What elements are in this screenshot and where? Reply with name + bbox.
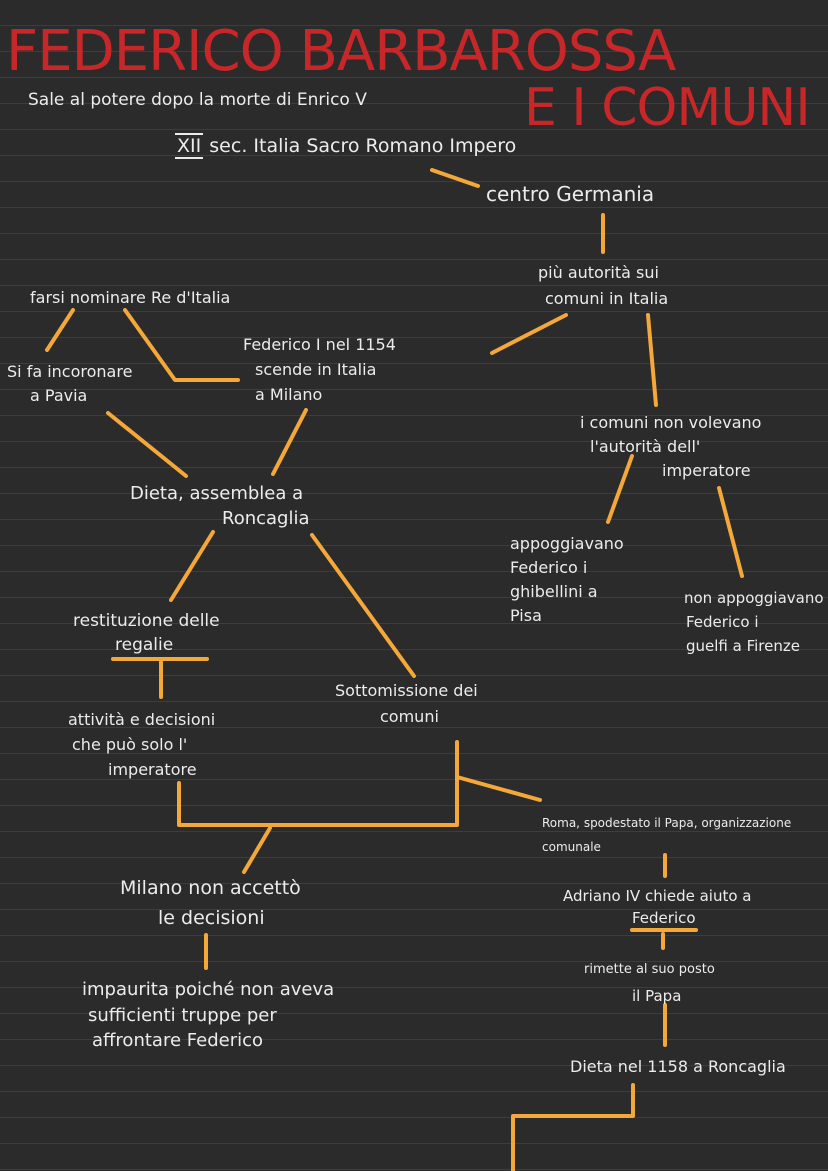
node-top-label: sec. Italia Sacro Romano Impero [209,135,517,157]
node-appoggiavano-line2: Federico i [510,558,588,577]
node-dieta-line1: Dieta, assemblea a [130,483,304,504]
node-dieta-1158: Dieta nel 1158 a Roncaglia [570,1057,786,1076]
node-roma-line1: Roma, spodestato il Papa, organizzazione [542,816,792,830]
node-federico-line3: a Milano [255,385,323,404]
node-attivita-line1: attività e decisioni [68,710,216,729]
connector-farsi-to-incoronare [45,308,75,352]
node-restituzione-line2: regalie [115,635,174,655]
node-impaurita-line3: affrontare Federico [92,1030,263,1051]
node-attivita-line3: imperatore [108,760,197,779]
connector-dieta-to-restituzione [169,530,215,602]
node-farsi: farsi nominare Re d'Italia [30,288,231,307]
page-title-line1: FEDERICO BARBAROSSA [6,19,676,84]
connector-comuni-non-to-appoggiavano [606,454,634,524]
node-impaurita-line2: sufficienti truppe per [88,1005,277,1026]
connector-bracket-to-milano [242,826,272,874]
node-dieta-line2: Roncaglia [222,508,310,529]
node-appoggiavano-line4: Pisa [510,606,542,625]
node-sottomissione-line1: Sottomissione dei [335,681,478,700]
node-restituzione-line1: restituzione delle [73,611,220,631]
node-autorita-line1: più autorità sui [538,263,659,282]
page-title-line2: E I COMUNI [524,78,811,138]
node-attivita-line2: che può solo l' [72,735,188,754]
subtitle: Sale al potere dopo la morte di Enrico V [28,90,367,110]
node-milano-line2: le decisioni [158,907,265,929]
connector-top-to-centro [430,168,480,188]
connector-farsi-to-federico [123,308,240,382]
node-adriano-line1: Adriano IV chiede aiuto a [563,887,752,905]
node-rimette-line2: il Papa [632,987,682,1005]
node-top: XII sec. Italia Sacro Romano Impero [175,133,517,159]
node-adriano-line2: Federico [632,909,696,927]
node-non-appoggiavano-line1: non appoggiavano [684,589,824,607]
node-appoggiavano-line3: ghibellini a [510,582,598,601]
connector-autorita-to-federico [490,313,568,355]
node-federico-line1: Federico I nel 1154 [243,335,396,354]
node-incoronare-line2: a Pavia [30,386,88,405]
node-roma-line2: comunale [542,840,601,854]
node-non-appoggiavano-line3: guelfi a Firenze [686,637,800,655]
connector-federico-to-dieta [271,408,308,476]
node-centro-germania: centro Germania [486,182,655,206]
node-comuni-non-line3: imperatore [662,461,751,480]
node-incoronare-line1: Si fa incoronare [7,362,133,381]
node-comuni-non-line2: l'autorità dell' [590,437,701,456]
bracket-attivita-sottomissione [177,740,459,827]
node-non-appoggiavano-line2: Federico i [686,613,759,631]
connector-dieta-to-sottomissione [310,533,416,678]
node-autorita-line2: comuni in Italia [545,289,669,308]
node-comuni-non-line1: i comuni non volevano [580,413,762,432]
node-milano-line1: Milano non accettò [120,877,301,899]
node-federico-line2: scende in Italia [255,360,377,379]
connector-incoronare-to-dieta [106,411,188,478]
connector-dieta1158-down [511,1083,635,1171]
node-sottomissione-line2: comuni [380,707,439,726]
connector-autorita-to-comuni-non [646,313,658,407]
connector-comuni-non-to-non-appoggiavano [717,486,744,578]
node-rimette-line1: rimette al suo posto [584,962,715,977]
node-appoggiavano-line1: appoggiavano [510,534,624,553]
node-top-century: XII [175,133,204,159]
connector-sottomissione-to-roma [455,775,542,802]
node-impaurita-line1: impaurita poiché non aveva [82,979,335,1000]
